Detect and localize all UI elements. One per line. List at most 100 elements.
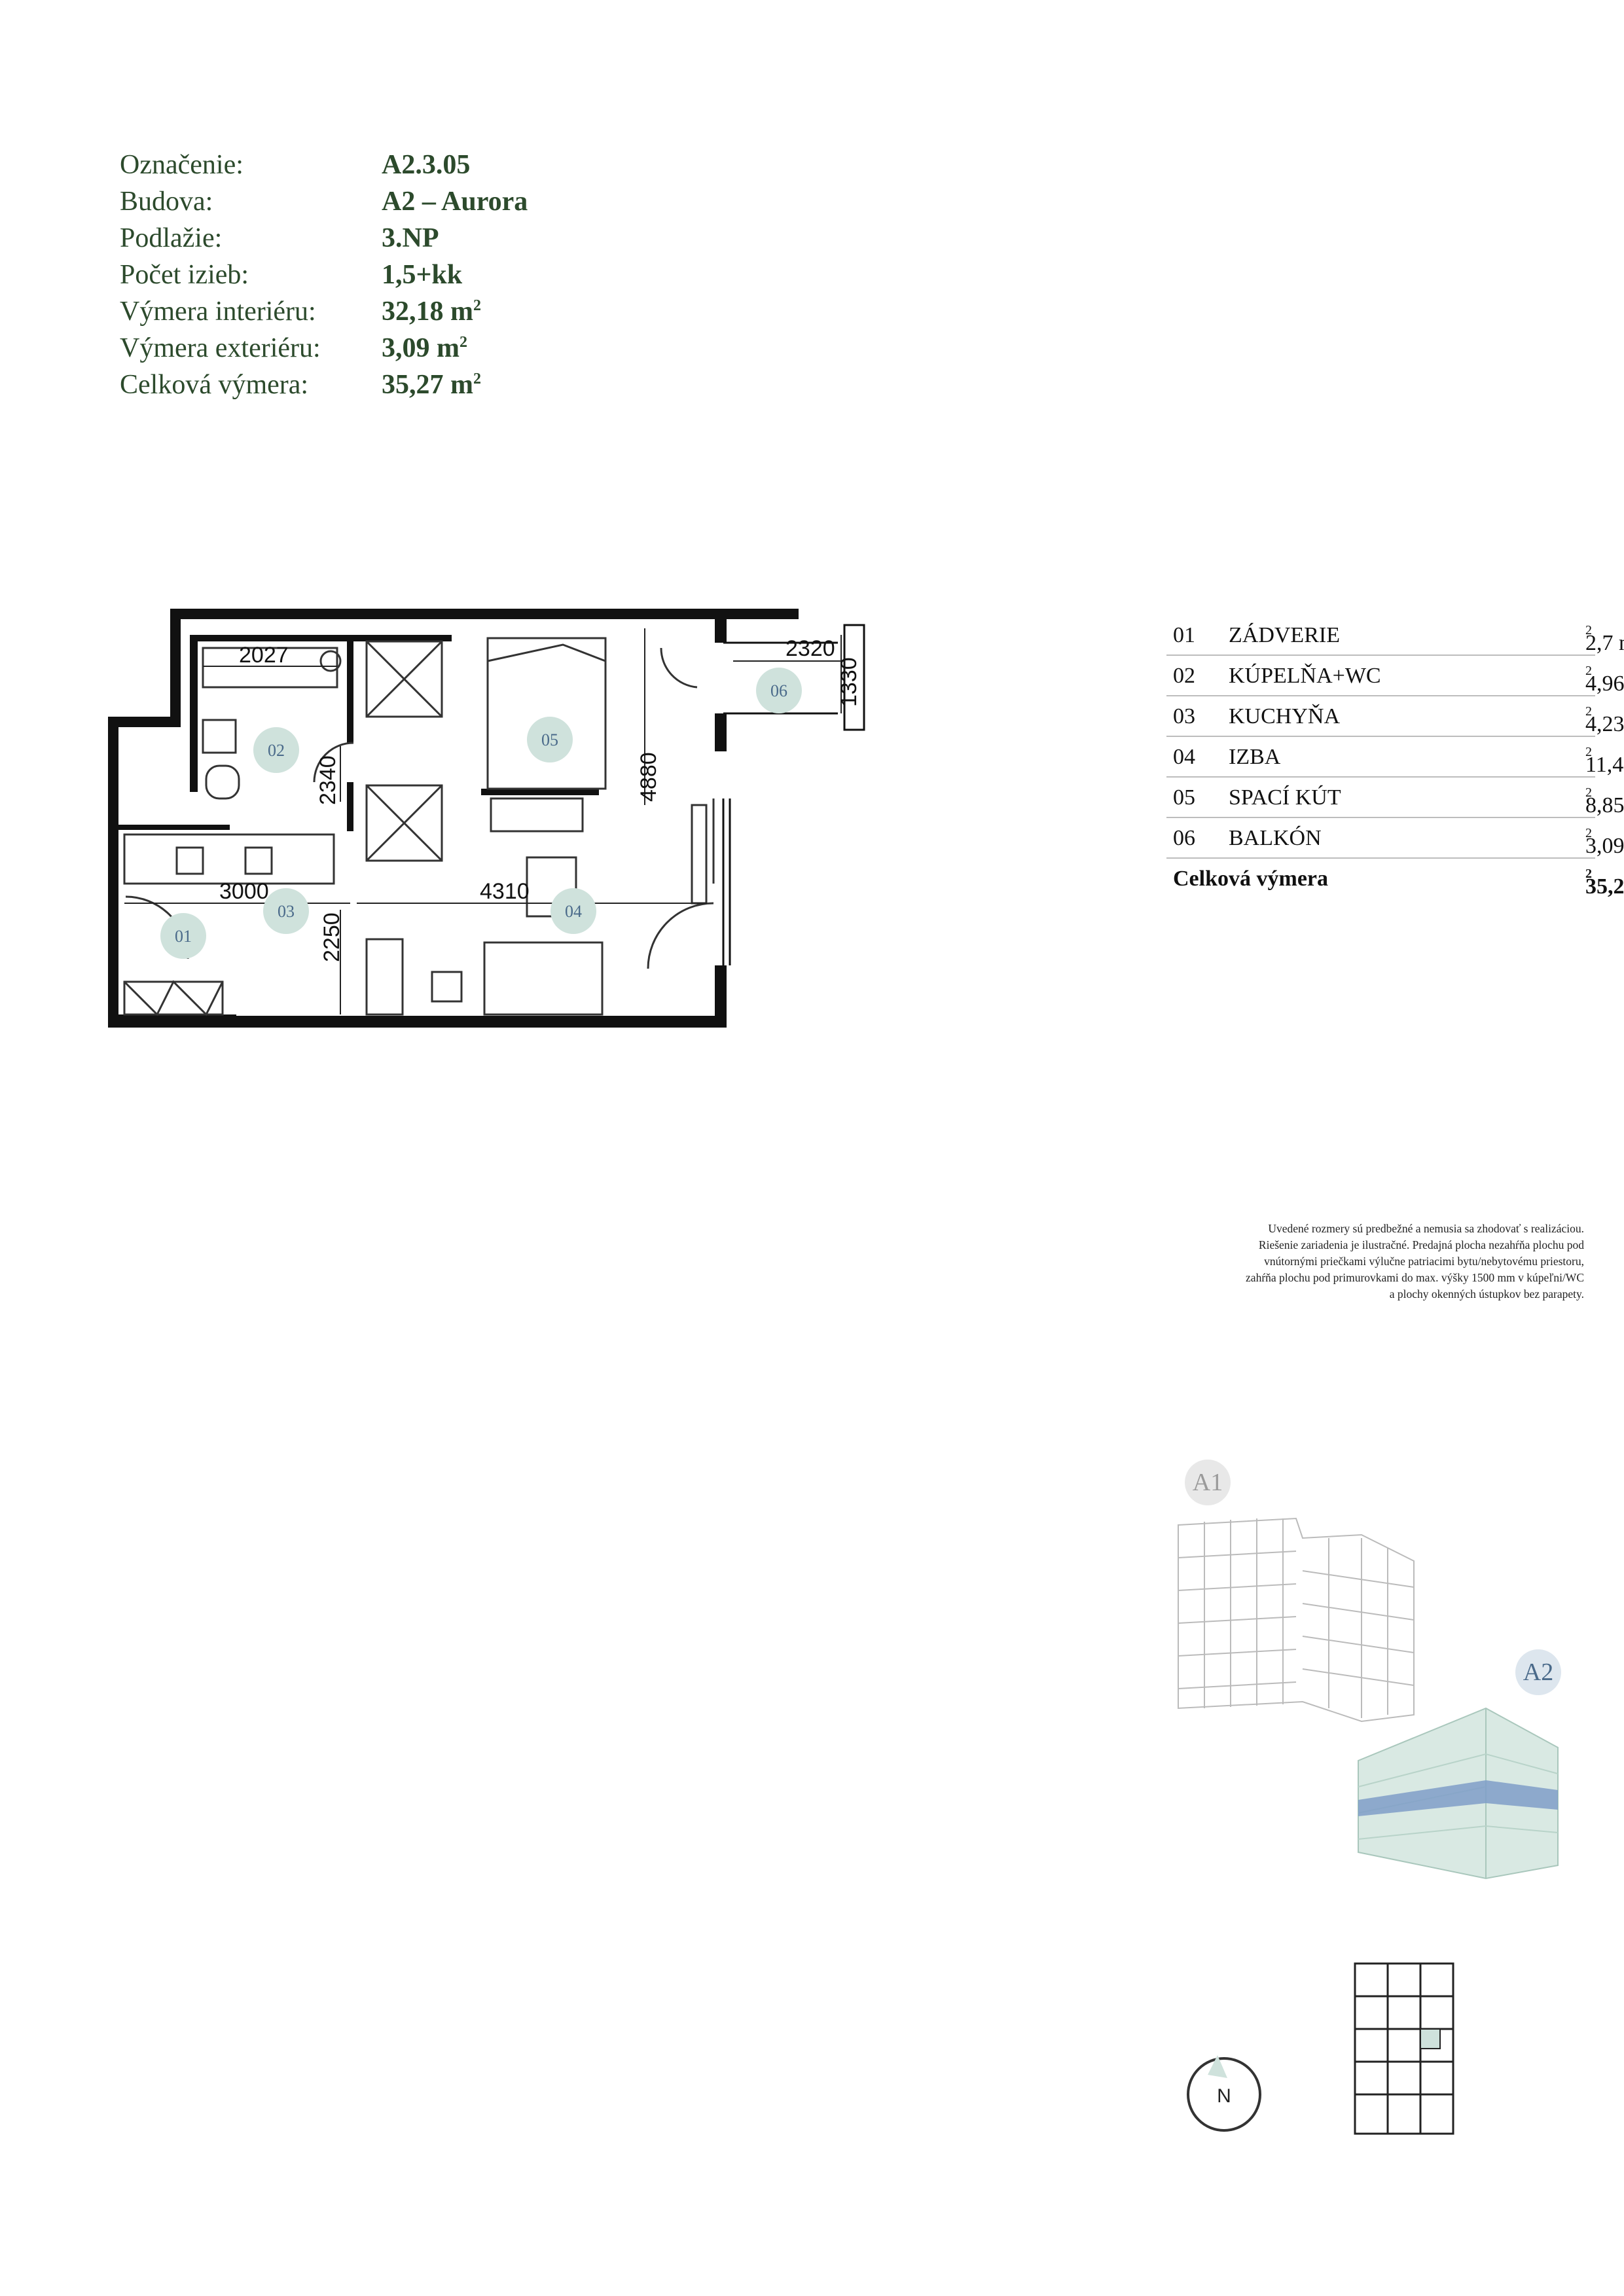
unit-superscript: 2 bbox=[1585, 623, 1592, 637]
room-area: 4,96 m2 bbox=[1585, 664, 1624, 696]
room-marker-04: 04 bbox=[550, 888, 596, 934]
room-number: 03 bbox=[1173, 704, 1195, 728]
room-name: KUCHYŇA bbox=[1229, 704, 1340, 728]
room-area: 4,23 m2 bbox=[1585, 704, 1624, 736]
unit-superscript: 2 bbox=[1585, 785, 1592, 800]
unit-superscript: 2 bbox=[460, 334, 467, 351]
area-value: 35,27 m bbox=[382, 370, 473, 400]
unit-superscript: 2 bbox=[1585, 704, 1592, 719]
area-value: 32,18 m bbox=[382, 296, 473, 327]
info-value: 3.NP bbox=[382, 223, 439, 253]
north-arrow-icon bbox=[1208, 2055, 1227, 2078]
dimension-kitchen-width: 3000 bbox=[219, 879, 269, 904]
info-value: 1,5+kk bbox=[382, 260, 463, 290]
dimension-hall-depth: 2250 bbox=[319, 912, 344, 962]
info-value: A2.3.05 bbox=[382, 150, 471, 180]
room-row: 04 IZBA 11,44 m2 bbox=[1166, 737, 1624, 778]
building-a2-label: A2 bbox=[1523, 1659, 1553, 1686]
info-label: Podlažie: bbox=[120, 223, 223, 253]
dimension-balcony-width: 2320 bbox=[785, 636, 835, 661]
room-table: 01 ZÁDVERIE 2,7 m2 02 KÚPELŇA+WC 4,96 m2… bbox=[1166, 615, 1624, 905]
area-value: 3,09 m bbox=[1585, 834, 1624, 858]
room-marker-label: 04 bbox=[565, 902, 582, 921]
room-row: 03 KUCHYŇA 4,23 m2 bbox=[1166, 696, 1624, 737]
info-label: Výmera interiéru: bbox=[120, 296, 316, 327]
room-row: 01 ZÁDVERIE 2,7 m2 bbox=[1166, 615, 1624, 656]
floor-plan-dimension-lines bbox=[124, 628, 844, 1014]
room-row: 05 SPACÍ KÚT 8,85 m2 bbox=[1166, 778, 1624, 818]
total-area: 35,27 m2 bbox=[1585, 867, 1624, 899]
dimension-balcony-depth: 1330 bbox=[837, 657, 861, 707]
compass-north-label: N bbox=[1217, 2085, 1231, 2107]
compass: N bbox=[1187, 2055, 1261, 2132]
note-line: a plochy okenných ústupkov bez parapety. bbox=[1389, 1287, 1584, 1300]
room-marker-05: 05 bbox=[527, 717, 573, 762]
info-label: Výmera exteriéru: bbox=[120, 333, 321, 363]
room-area: 8,85 m2 bbox=[1585, 785, 1624, 817]
area-value: 11,44 m bbox=[1585, 753, 1624, 777]
room-marker-03: 03 bbox=[263, 888, 309, 934]
room-marker-06: 06 bbox=[756, 668, 802, 713]
room-total-row: Celková výmera 35,27 m2 bbox=[1166, 859, 1624, 905]
info-value: 35,27 m2 bbox=[382, 369, 481, 401]
area-value: 35,27 m bbox=[1585, 874, 1624, 899]
note-line: Uvedené rozmery sú predbežné a nemusia s… bbox=[1268, 1222, 1584, 1235]
room-marker-label: 02 bbox=[268, 741, 285, 760]
room-name: BALKÓN bbox=[1229, 826, 1322, 850]
room-area: 11,44 m2 bbox=[1585, 745, 1624, 777]
area-value: 3,09 m bbox=[382, 333, 460, 363]
unit-superscript: 2 bbox=[473, 297, 481, 314]
room-marker-01: 01 bbox=[160, 913, 206, 959]
info-value: 32,18 m2 bbox=[382, 296, 481, 327]
room-name: SPACÍ KÚT bbox=[1229, 785, 1341, 810]
info-label: Počet izieb: bbox=[120, 260, 249, 290]
note-line: vnútornými priečkami výlučne patriacimi … bbox=[1264, 1255, 1584, 1268]
note-line: zahŕňa plochu pod primurovkami do max. v… bbox=[1246, 1271, 1584, 1284]
info-label: Celková výmera: bbox=[120, 370, 309, 400]
area-value: 8,85 m bbox=[1585, 793, 1624, 817]
unit-superscript: 2 bbox=[1585, 745, 1592, 759]
floor-plan-fixtures bbox=[123, 637, 715, 1016]
area-value: 2,7 m bbox=[1585, 631, 1624, 655]
room-name: ZÁDVERIE bbox=[1229, 623, 1340, 647]
room-area: 2,7 m2 bbox=[1585, 623, 1624, 655]
room-marker-label: 03 bbox=[278, 902, 295, 921]
dimension-room-width: 4310 bbox=[480, 879, 530, 904]
building-a1-label: A1 bbox=[1193, 1469, 1223, 1496]
dimension-room-depth: 4880 bbox=[636, 752, 661, 802]
unit-superscript: 2 bbox=[1585, 826, 1592, 840]
room-marker-label: 05 bbox=[541, 730, 558, 749]
site-plan bbox=[1354, 1962, 1454, 2135]
dimension-bath-width: 2027 bbox=[239, 643, 289, 668]
room-row: 02 KÚPELŇA+WC 4,96 m2 bbox=[1166, 656, 1624, 696]
note-line: Riešenie zariadenia je ilustračné. Preda… bbox=[1258, 1238, 1584, 1251]
room-row: 06 BALKÓN 3,09 m2 bbox=[1166, 818, 1624, 859]
room-number: 04 bbox=[1173, 745, 1195, 769]
total-label: Celková výmera bbox=[1173, 867, 1329, 891]
info-value: 3,09 m2 bbox=[382, 332, 467, 364]
floor-plan-windows bbox=[110, 624, 865, 965]
room-marker-02: 02 bbox=[253, 727, 299, 773]
floor-plan-dimension-labels: 2027 2340 2320 1330 4880 3000 4310 2250 bbox=[219, 636, 861, 962]
disclaimer-note: Uvedené rozmery sú predbežné a nemusia s… bbox=[1113, 1221, 1584, 1302]
area-value: 4,23 m bbox=[1585, 712, 1624, 736]
room-marker-label: 06 bbox=[770, 681, 787, 700]
info-label: Budova: bbox=[120, 187, 213, 217]
info-label: Označenie: bbox=[120, 150, 244, 180]
room-name: KÚPELŇA+WC bbox=[1229, 664, 1381, 688]
dimension-bath-depth: 2340 bbox=[316, 755, 340, 805]
floor-plan: 2027 2340 2320 1330 4880 3000 4310 2250 … bbox=[108, 609, 865, 1028]
building-a2 bbox=[1358, 1649, 1561, 1880]
info-value: A2 – Aurora bbox=[382, 187, 528, 217]
floor-plan-walls bbox=[108, 609, 799, 1028]
building-view: A1 A2 bbox=[1178, 1460, 1561, 1880]
room-markers: 01 02 03 04 05 06 bbox=[160, 668, 802, 959]
room-number: 02 bbox=[1173, 664, 1195, 688]
room-area: 3,09 m2 bbox=[1585, 826, 1624, 858]
area-value: 4,96 m bbox=[1585, 672, 1624, 696]
room-number: 05 bbox=[1173, 785, 1195, 810]
building-a1 bbox=[1178, 1460, 1415, 1723]
unit-superscript: 2 bbox=[1585, 867, 1592, 881]
room-name: IZBA bbox=[1229, 745, 1281, 769]
unit-superscript: 2 bbox=[1585, 664, 1592, 678]
